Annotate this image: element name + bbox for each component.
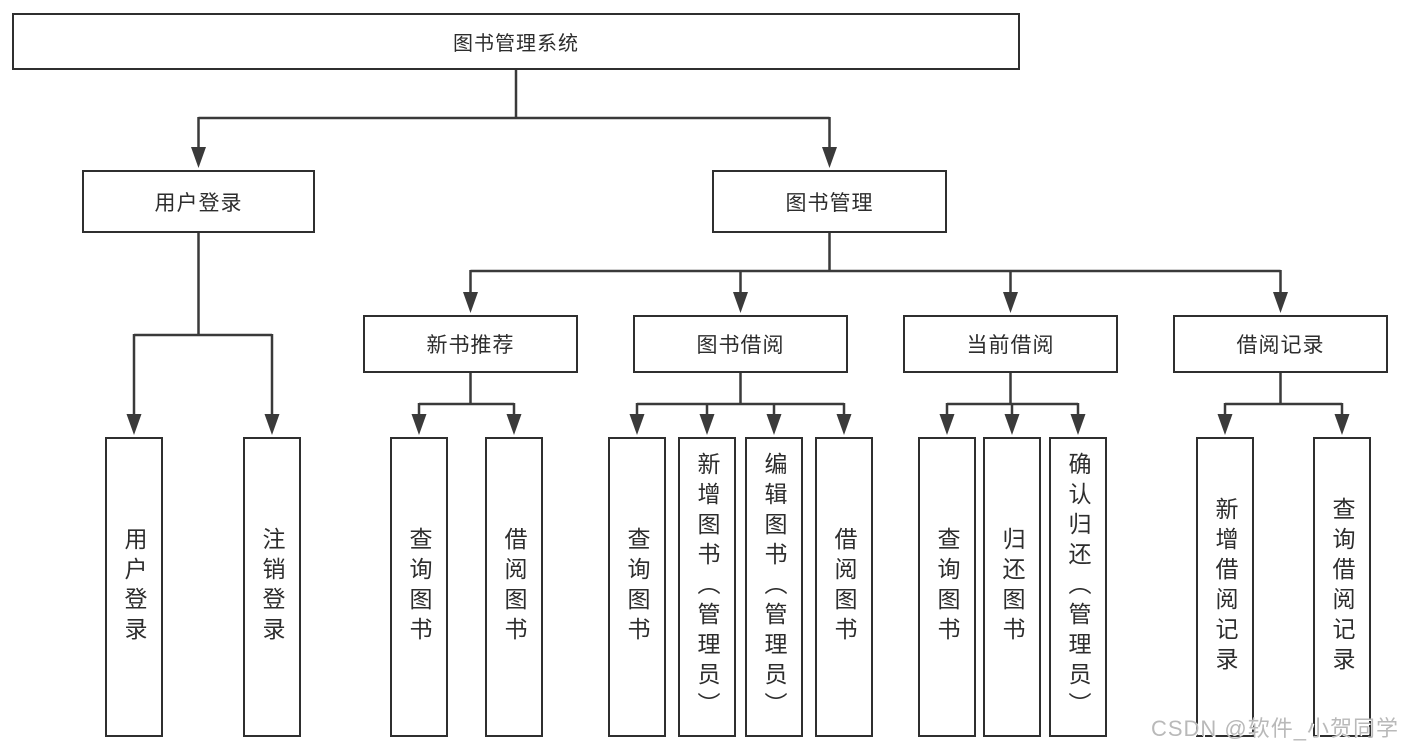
leaf-query-borrow-record: 查询借阅记录 [1313,437,1371,737]
node-book-management: 图书管理 [712,170,947,233]
leaf-query-books-current: 查询图书 [918,437,976,737]
node-new-book-recommendation: 新书推荐 [363,315,578,373]
leaf-logout: 注销登录 [243,437,301,737]
csdn-watermark: CSDN @软件_小贺同学 [1150,716,1399,741]
leaf-borrow-books-borrow: 借阅图书 [815,437,873,737]
leaf-edit-book-admin: 编辑图书（管理员） [745,437,803,737]
leaf-query-books-recommend: 查询图书 [390,437,448,737]
node-borrowing-records: 借阅记录 [1173,315,1388,373]
node-user-login: 用户登录 [82,170,315,233]
node-current-borrowing: 当前借阅 [903,315,1118,373]
arrowheads [126,147,1350,435]
leaf-return-books: 归还图书 [983,437,1041,737]
leaf-query-books-borrow: 查询图书 [608,437,666,737]
leaf-user-login: 用户登录 [105,437,163,737]
node-library-management-system: 图书管理系统 [12,13,1020,70]
node-book-borrowing: 图书借阅 [633,315,848,373]
connector-paths [132,70,1344,417]
leaf-add-book-admin: 新增图书（管理员） [678,437,736,737]
leaf-confirm-return-admin: 确认归还（管理员） [1049,437,1107,737]
leaf-add-borrow-record: 新增借阅记录 [1196,437,1254,737]
leaf-borrow-books-recommend: 借阅图书 [485,437,543,737]
